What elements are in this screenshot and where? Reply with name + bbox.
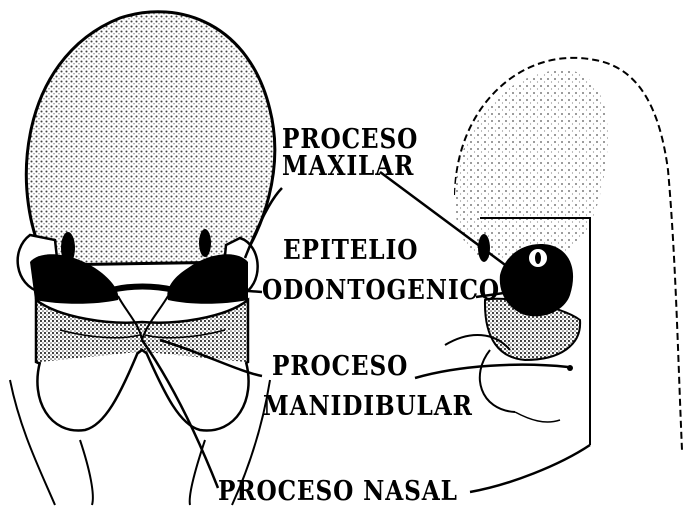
lateral-head <box>455 70 608 260</box>
leader-mandibular-lateral <box>415 365 568 378</box>
label-proceso-maxilar-2: MAXILAR <box>282 153 414 180</box>
lateral-view <box>445 58 682 450</box>
frontal-head <box>26 12 274 265</box>
frontal-view <box>10 12 275 505</box>
label-epitelio-2: ODONTOGENICO <box>262 277 500 304</box>
leader-nasal-lateral <box>470 445 590 492</box>
label-proceso-maxilar-1: PROCESO <box>282 126 418 153</box>
label-proceso-mandibular-2: MANIDIBULAR <box>263 393 473 420</box>
label-proceso-nasal: PROCESO NASAL <box>218 478 458 505</box>
label-proceso-mandibular-1: PROCESO <box>272 353 408 380</box>
label-epitelio-1: EPITELIO <box>283 237 418 264</box>
